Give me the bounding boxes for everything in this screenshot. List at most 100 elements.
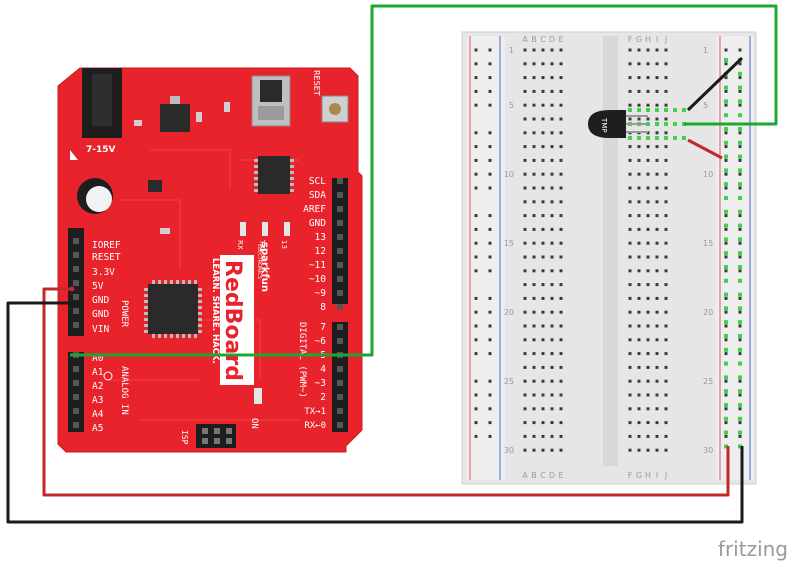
breadboard-hole [523, 200, 527, 204]
smd-part [224, 102, 230, 112]
breadboard-hole [628, 145, 632, 149]
pin-label: A3 [92, 395, 103, 406]
breadboard-hole [664, 62, 668, 66]
rail-hole [474, 227, 478, 231]
row-number: 25 [703, 377, 713, 386]
connected-hole [724, 389, 728, 394]
breadboard-hole [532, 76, 536, 80]
temperature-sensor: TMP [588, 110, 648, 138]
breadboard-hole [628, 186, 632, 190]
breadboard-hole [541, 48, 545, 52]
breadboard-hole [523, 241, 527, 245]
chip-pin [198, 300, 202, 303]
breadboard-holes [474, 48, 742, 452]
breadboard-hole [646, 241, 650, 245]
breadboard-hole [637, 269, 641, 273]
column-letter: B [531, 471, 537, 480]
row-number: 15 [703, 239, 713, 248]
breadboard-hole [532, 117, 536, 121]
breadboard-hole [628, 365, 632, 369]
breadboard-hole [559, 283, 563, 287]
breadboard-hole [628, 103, 632, 107]
breadboard-hole [655, 434, 659, 438]
pin-label: A4 [92, 409, 104, 420]
header-pin [73, 394, 79, 400]
breadboard-hole [664, 324, 668, 328]
pin-label: SDA [309, 190, 326, 201]
breadboard-hole [628, 269, 632, 273]
breadboard-hole [523, 186, 527, 190]
breadboard-hole [532, 172, 536, 176]
row-number: 25 [504, 377, 514, 386]
breadboard-hole [550, 283, 554, 287]
header-pin [337, 324, 343, 330]
breadboard-hole [664, 379, 668, 383]
fritzing-watermark: fritzing [718, 537, 788, 561]
breadboard-hole [541, 172, 545, 176]
chip-pin [290, 171, 294, 174]
breadboard-hole [541, 434, 545, 438]
rail-hole [738, 434, 742, 438]
header-pin [337, 422, 343, 428]
row-number: 5 [703, 101, 708, 110]
header-pin [337, 380, 343, 386]
tx-led [262, 222, 268, 236]
connected-hole [738, 182, 742, 187]
wire-sensor-red [687, 138, 723, 160]
rail-hole [474, 421, 478, 425]
isp-pins [202, 428, 232, 444]
connected-hole [724, 168, 728, 173]
breadboard-hole [646, 48, 650, 52]
connected-hole [724, 320, 728, 325]
row-number: 30 [703, 446, 713, 455]
breadboard-hole [655, 352, 659, 356]
breadboard-hole [523, 117, 527, 121]
pin-label: 2 [320, 392, 326, 403]
reset-button-cap[interactable] [329, 103, 341, 115]
breadboard-hole [550, 269, 554, 273]
breadboard-hole [646, 103, 650, 107]
breadboard-hole [628, 434, 632, 438]
rail-hole [474, 172, 478, 176]
breadboard-hole [637, 283, 641, 287]
rail-hole [474, 379, 478, 383]
breadboard-hole [655, 227, 659, 231]
breadboard-hole [637, 434, 641, 438]
rail-hole [738, 296, 742, 300]
pin-label: TX→1 [304, 407, 326, 417]
rail-hole [724, 393, 728, 397]
breadboard-hole [637, 338, 641, 342]
pin-label: 13 [315, 232, 326, 243]
column-letter: D [549, 35, 555, 44]
breadboard-hole [664, 227, 668, 231]
chip-pin [176, 280, 179, 284]
breadboard-hole [532, 421, 536, 425]
capacitor-top [86, 186, 112, 212]
connected-hole [673, 136, 677, 140]
breadboard-hole [664, 48, 668, 52]
chip-pin [198, 294, 202, 297]
connected-hole [724, 237, 728, 242]
breadboard-hole [646, 324, 650, 328]
connected-hole [738, 113, 742, 118]
rail-hole [474, 352, 478, 356]
mcu-chip [148, 284, 198, 334]
breadboard-hole [550, 255, 554, 259]
breadboard-hole [559, 103, 563, 107]
rail-hole [738, 407, 742, 411]
rail-hole [738, 227, 742, 231]
breadboard-hole [655, 448, 659, 452]
column-letter: C [540, 471, 546, 480]
rail-hole [738, 393, 742, 397]
breadboard-hole [646, 296, 650, 300]
breadboard-hole [628, 352, 632, 356]
header-pin [337, 248, 343, 254]
pin-label: SCL [309, 176, 326, 187]
breadboard-hole [655, 324, 659, 328]
breadboard-hole [646, 255, 650, 259]
breadboard-hole [646, 421, 650, 425]
analog-pin-labels: A0 A1 A2 A3 A4 A5 [92, 353, 104, 434]
chip-pin [158, 334, 161, 338]
header-pin [337, 220, 343, 226]
